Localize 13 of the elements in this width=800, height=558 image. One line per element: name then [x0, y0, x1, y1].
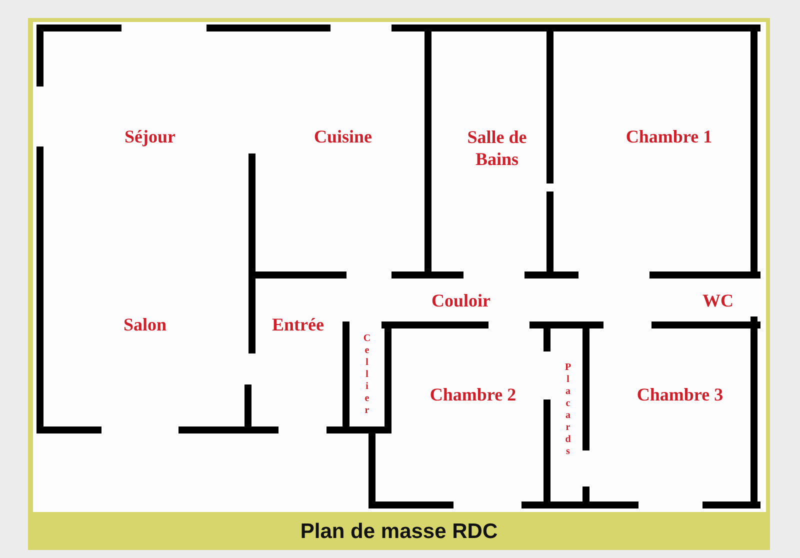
caption: Plan de masse RDC	[299, 519, 499, 545]
room-label: Cellier	[362, 333, 372, 417]
room-label: Cuisine	[314, 126, 372, 148]
room-label: Placards	[562, 362, 574, 458]
room-label: Couloir	[432, 290, 490, 312]
room-label: Salle de Bains	[466, 126, 528, 170]
room-label: Chambre 3	[636, 384, 724, 406]
room-label: Chambre 2	[430, 384, 516, 406]
room-label: Séjour	[124, 126, 176, 148]
room-label: Salon	[123, 314, 167, 336]
room-label: WC	[702, 290, 734, 312]
room-label: Entrée	[272, 314, 324, 336]
room-label: Chambre 1	[626, 126, 712, 148]
